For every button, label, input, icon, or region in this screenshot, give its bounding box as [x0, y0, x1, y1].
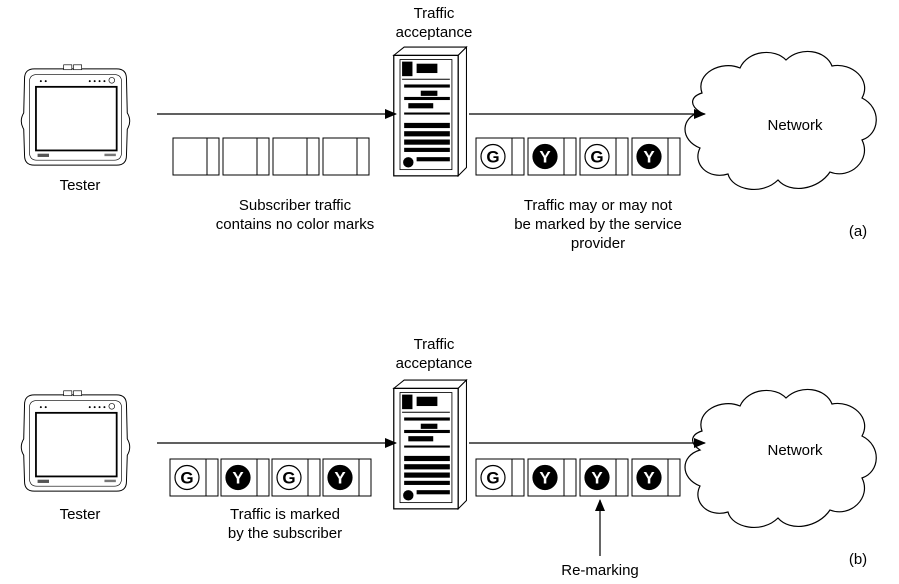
traffic-acceptance-label: Traffic acceptance — [384, 4, 484, 42]
label-line: Traffic — [413, 336, 455, 353]
yellow-marker-icon — [532, 464, 558, 491]
green-marker-icon — [276, 464, 302, 491]
green-marker-icon — [584, 143, 610, 170]
traffic-frame — [322, 137, 370, 176]
caption-line: provider — [570, 235, 626, 252]
yellow-marker-icon — [636, 143, 662, 170]
panel-tag-a: (a) — [848, 223, 868, 240]
traffic-frame — [222, 137, 270, 176]
traffic-acceptance-server-icon — [393, 379, 468, 510]
traffic-frame — [172, 137, 220, 176]
traffic-frame: Y — [631, 458, 681, 497]
subscriber-traffic-caption: Subscriber traffic contains no color mar… — [195, 196, 395, 234]
traffic-frame: G — [475, 458, 525, 497]
green-marker-icon — [480, 143, 506, 170]
caption-line: by the subscriber — [227, 525, 343, 542]
marker-letter: Y — [643, 469, 655, 488]
label-line: Traffic — [413, 5, 455, 22]
marker-letter: Y — [539, 469, 551, 488]
marker-letter: Y — [643, 148, 655, 167]
subscriber-marked-caption: Traffic is marked by the subscriber — [185, 505, 385, 543]
marker-letter: G — [282, 469, 295, 488]
traffic-frame: G — [169, 458, 219, 497]
traffic-frame: Y — [527, 137, 577, 176]
caption-line: Subscriber traffic — [238, 197, 352, 214]
label-line: acceptance — [395, 355, 473, 372]
traffic-acceptance-server-icon — [393, 46, 468, 177]
traffic-frame — [272, 137, 320, 176]
provider-marking-caption: Traffic may or may not be marked by the … — [478, 196, 718, 253]
traffic-frame: Y — [527, 458, 577, 497]
marker-letter: Y — [232, 469, 244, 488]
marker-letter: Y — [334, 469, 346, 488]
green-marker-icon — [480, 464, 506, 491]
marker-letter: G — [180, 469, 193, 488]
marker-letter: G — [590, 148, 603, 167]
network-cloud-icon — [684, 388, 877, 528]
traffic-frame: G — [579, 137, 629, 176]
traffic-frame: Y — [631, 137, 681, 176]
yellow-marker-icon — [584, 464, 610, 491]
traffic-frame: G — [475, 137, 525, 176]
network-label: Network — [767, 117, 823, 134]
yellow-marker-icon — [327, 464, 353, 491]
frame-row-subscriber — [172, 137, 370, 176]
marker-letter: Y — [539, 148, 551, 167]
network-label: Network — [767, 442, 823, 459]
caption-line: be marked by the service — [514, 216, 682, 233]
traffic-acceptance-label: Traffic acceptance — [384, 335, 484, 373]
traffic-frame: G — [271, 458, 321, 497]
marker-letter: G — [486, 469, 499, 488]
network-cloud-icon — [684, 50, 877, 190]
green-marker-icon — [174, 464, 200, 491]
traffic-frame: Y — [220, 458, 270, 497]
yellow-marker-icon — [532, 143, 558, 170]
yellow-marker-icon — [225, 464, 251, 491]
yellow-marker-icon — [636, 464, 662, 491]
re-marking-label: Re-marking — [561, 562, 639, 579]
marker-letter: G — [486, 148, 499, 167]
tester-device-icon — [20, 64, 131, 167]
caption-line: Traffic is marked — [229, 506, 341, 523]
tester-device-icon — [20, 390, 131, 493]
traffic-frame: Y — [579, 458, 629, 497]
caption-line: Traffic may or may not — [523, 197, 673, 214]
caption-line: contains no color marks — [215, 216, 375, 233]
traffic-frame: Y — [322, 458, 372, 497]
tester-label: Tester — [59, 177, 101, 194]
panel-tag-b: (b) — [848, 551, 868, 568]
label-line: acceptance — [395, 24, 473, 41]
tester-label: Tester — [59, 506, 101, 523]
marker-letter: Y — [591, 469, 603, 488]
